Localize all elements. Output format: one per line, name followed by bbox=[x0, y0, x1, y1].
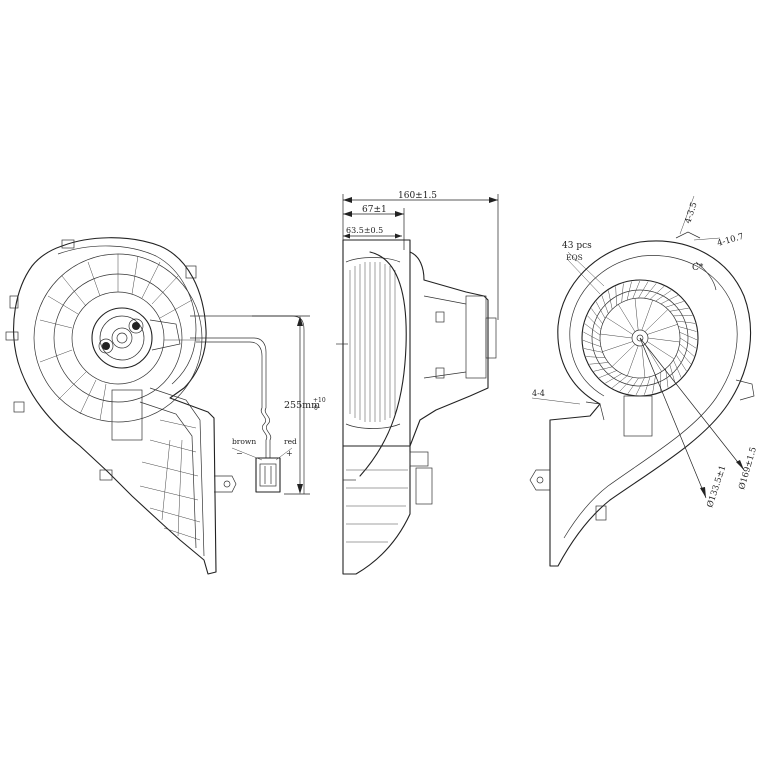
fan-blade bbox=[605, 373, 622, 384]
fan-blade bbox=[591, 308, 603, 324]
fan-blade bbox=[678, 349, 691, 365]
fan-spoke bbox=[647, 337, 680, 343]
fan-blade bbox=[655, 290, 672, 302]
dim-inner-width: 63.5±0.5 bbox=[346, 226, 383, 235]
fan-spoke bbox=[605, 316, 633, 335]
fan-blade bbox=[669, 364, 676, 384]
fan-spoke bbox=[611, 344, 636, 367]
fan-blade bbox=[638, 281, 649, 299]
fan-blade bbox=[583, 331, 601, 342]
dim-upper-width: 67±1 bbox=[362, 205, 387, 215]
dia-inner-label: Ø133.5±1 bbox=[704, 464, 728, 509]
fan-blade bbox=[595, 301, 606, 319]
fan-blade bbox=[608, 290, 613, 310]
fan-spoke bbox=[634, 298, 639, 331]
wire-length-tol-lower: 0 bbox=[314, 405, 318, 412]
fan-blade bbox=[635, 377, 645, 396]
dim-total-width: 160±1.5 bbox=[398, 191, 437, 201]
fan-blade bbox=[679, 343, 695, 357]
fan-blade bbox=[632, 280, 641, 299]
fan-blade bbox=[599, 370, 617, 378]
fan-spoke bbox=[627, 345, 639, 376]
fan-blade bbox=[615, 286, 617, 306]
fan-blade bbox=[652, 374, 656, 394]
fan-blade bbox=[679, 331, 698, 341]
fan-blade bbox=[589, 362, 609, 365]
hole-dim-top-a: 4-3.5 bbox=[683, 201, 699, 225]
wire-harness: 255mm +10 0 brown red − + bbox=[190, 315, 326, 495]
back-view: 43 pcs EQS 4-3.5 4-10.7 4-4 C* Ø169±1.5 … bbox=[529, 195, 759, 567]
fan-spoke bbox=[618, 304, 636, 332]
front-view bbox=[5, 237, 237, 575]
side-view: 160±1.5 67±1 63.5±0.5 bbox=[336, 191, 499, 575]
fan-spoke bbox=[602, 341, 633, 352]
wire-sign-minus: − bbox=[236, 449, 243, 458]
fan-blade bbox=[627, 377, 639, 394]
fan-blade bbox=[619, 377, 633, 392]
fan-blade bbox=[676, 320, 696, 324]
fan-blade bbox=[644, 376, 651, 395]
angle-mark: C* bbox=[692, 263, 704, 273]
wire-label-brown: brown bbox=[232, 437, 256, 446]
fan-spoke bbox=[644, 309, 669, 332]
fan-blade bbox=[612, 375, 628, 388]
dia-outer-label: Ø169±1.5 bbox=[736, 446, 759, 491]
fan-spoke bbox=[641, 345, 646, 378]
fan-spoke bbox=[641, 300, 653, 331]
fan-blade bbox=[644, 283, 657, 299]
fan-blade bbox=[601, 295, 609, 314]
fan-blade bbox=[626, 281, 632, 301]
fan-blade bbox=[621, 283, 624, 303]
fan-blade bbox=[582, 339, 602, 347]
wire-sign-plus: + bbox=[286, 449, 293, 458]
fan-blade bbox=[584, 323, 601, 336]
wire-label-red: red bbox=[284, 437, 297, 446]
fan-blade bbox=[669, 307, 689, 312]
fan-blade bbox=[673, 359, 682, 378]
hole-dim-top-b: 4-10.7 bbox=[716, 232, 745, 249]
fan-blade bbox=[583, 348, 603, 353]
fan-blade bbox=[678, 326, 697, 332]
fan-blade bbox=[593, 366, 613, 372]
blade-note-label: EQS bbox=[566, 253, 583, 262]
fan-spoke bbox=[647, 341, 675, 360]
fan-spoke bbox=[647, 324, 678, 335]
fan-spoke bbox=[600, 333, 633, 339]
fan-spoke bbox=[644, 344, 662, 372]
fan-blade bbox=[587, 315, 602, 330]
wire-length-tol-upper: +10 bbox=[313, 397, 326, 404]
fan-blade bbox=[675, 354, 687, 372]
fan-blade bbox=[679, 337, 697, 349]
blade-count-label: 43 pcs bbox=[562, 241, 592, 251]
fan-blade bbox=[649, 286, 665, 300]
hole-dim-left: 4-4 bbox=[532, 389, 545, 398]
fan-blade bbox=[660, 295, 679, 305]
wire-length-label: 255mm bbox=[284, 400, 320, 411]
fan-blade bbox=[586, 356, 606, 358]
fan-blade bbox=[665, 301, 684, 308]
